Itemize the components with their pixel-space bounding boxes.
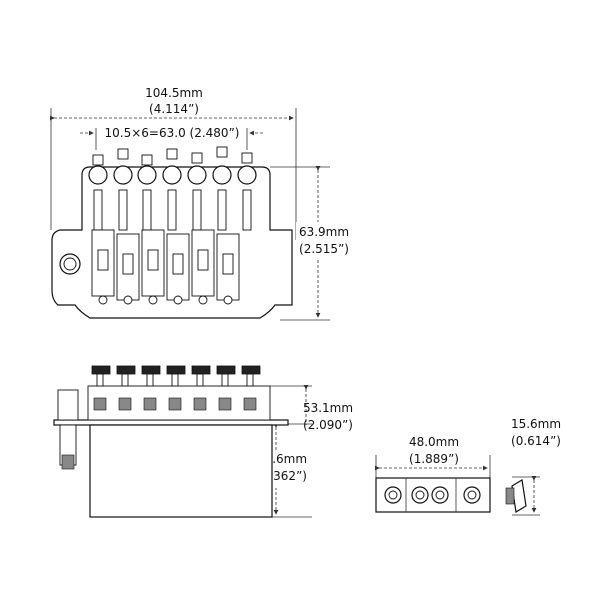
fine-tuner-knob — [137, 165, 157, 185]
saddle-clamp — [122, 253, 134, 275]
locknut-depth-in: (0.614”) — [511, 434, 561, 448]
saddle-block — [168, 397, 182, 411]
saddle-clamp — [222, 253, 234, 275]
saddle-block — [143, 397, 157, 411]
saddle-block — [118, 397, 132, 411]
locknut-depth-mm: 15.6mm — [511, 417, 561, 431]
saddle-screw — [148, 295, 158, 305]
fine-tuner-stem — [221, 373, 229, 387]
top-view-dimensions: 104.5mm (4.114”) 10.5×6=63.0 (2.480”) 63… — [50, 86, 352, 321]
fine-tuner-screw — [141, 154, 153, 166]
fine-tuner-stem — [246, 373, 254, 387]
fine-tuner-cap — [166, 365, 186, 375]
fine-tuner-screw — [117, 148, 129, 160]
fine-tuner-cap — [141, 365, 161, 375]
fine-tuner-cap — [216, 365, 236, 375]
saddle-block — [243, 397, 257, 411]
saddle-rail — [93, 189, 103, 231]
saddle-block — [218, 397, 232, 411]
locknut-dimensions: 48.0mm (1.889”) 15.6mm (0.614”) — [375, 417, 561, 516]
fine-tuner-stem — [121, 373, 129, 387]
saddle-clamp — [147, 249, 159, 271]
fine-tuner-knob — [237, 165, 257, 185]
saddle-clamp — [172, 253, 184, 275]
saddle-rail — [192, 189, 202, 231]
saddle-screw — [223, 295, 233, 305]
fine-tuner-cap — [91, 365, 111, 375]
locknut-bolt-hex — [415, 490, 425, 500]
top-width-in: (4.114”) — [149, 102, 199, 116]
fine-tuner-stem — [96, 373, 104, 387]
top-height-in: (2.515”) — [299, 242, 349, 256]
locknut-bolt-hex — [388, 490, 398, 500]
side-height-in: (2.090”) — [303, 418, 353, 432]
side-view-bridge — [53, 365, 289, 518]
string-spacing: 10.5×6=63.0 (2.480”) — [105, 126, 240, 140]
fine-tuner-knob — [88, 165, 108, 185]
locknut-width-in: (1.889”) — [409, 452, 459, 466]
fine-tuner-knob — [113, 165, 133, 185]
fine-tuner-stem — [196, 373, 204, 387]
top-view-bridge — [51, 146, 293, 319]
saddle-block — [193, 397, 207, 411]
fine-tuner-stem — [146, 373, 154, 387]
fine-tuner-screw — [216, 146, 228, 158]
locknut-side — [505, 479, 527, 513]
saddle-clamp — [197, 249, 209, 271]
fine-tuner-knob — [187, 165, 207, 185]
fine-tuner-screw — [166, 148, 178, 160]
locknut-bolt-hex — [435, 490, 445, 500]
saddle-rail — [217, 189, 227, 231]
locknut-front — [375, 477, 491, 513]
saddle-screw — [98, 295, 108, 305]
fine-tuner-cap — [241, 365, 261, 375]
fine-tuner-stem — [171, 373, 179, 387]
top-height-mm: 63.9mm — [299, 225, 349, 239]
saddle-rail — [167, 189, 177, 231]
fine-tuner-screw — [92, 154, 104, 166]
fine-tuner-cap — [116, 365, 136, 375]
saddle-screw — [173, 295, 183, 305]
fine-tuner-cap — [191, 365, 211, 375]
saddle-block — [93, 397, 107, 411]
top-width-mm: 104.5mm — [145, 86, 203, 100]
saddle-screw — [198, 295, 208, 305]
side-height-mm: 53.1mm — [303, 401, 353, 415]
fine-tuner-screw — [191, 152, 203, 164]
locknut-bolt-hex — [467, 490, 477, 500]
fine-tuner-knob — [162, 165, 182, 185]
saddle-rail — [242, 189, 252, 231]
saddle-rail — [118, 189, 128, 231]
fine-tuner-screw — [241, 152, 253, 164]
locknut-width-mm: 48.0mm — [409, 435, 459, 449]
saddle-rail — [142, 189, 152, 231]
saddle-clamp — [97, 249, 109, 271]
saddle-screw — [123, 295, 133, 305]
fine-tuner-knob — [212, 165, 232, 185]
